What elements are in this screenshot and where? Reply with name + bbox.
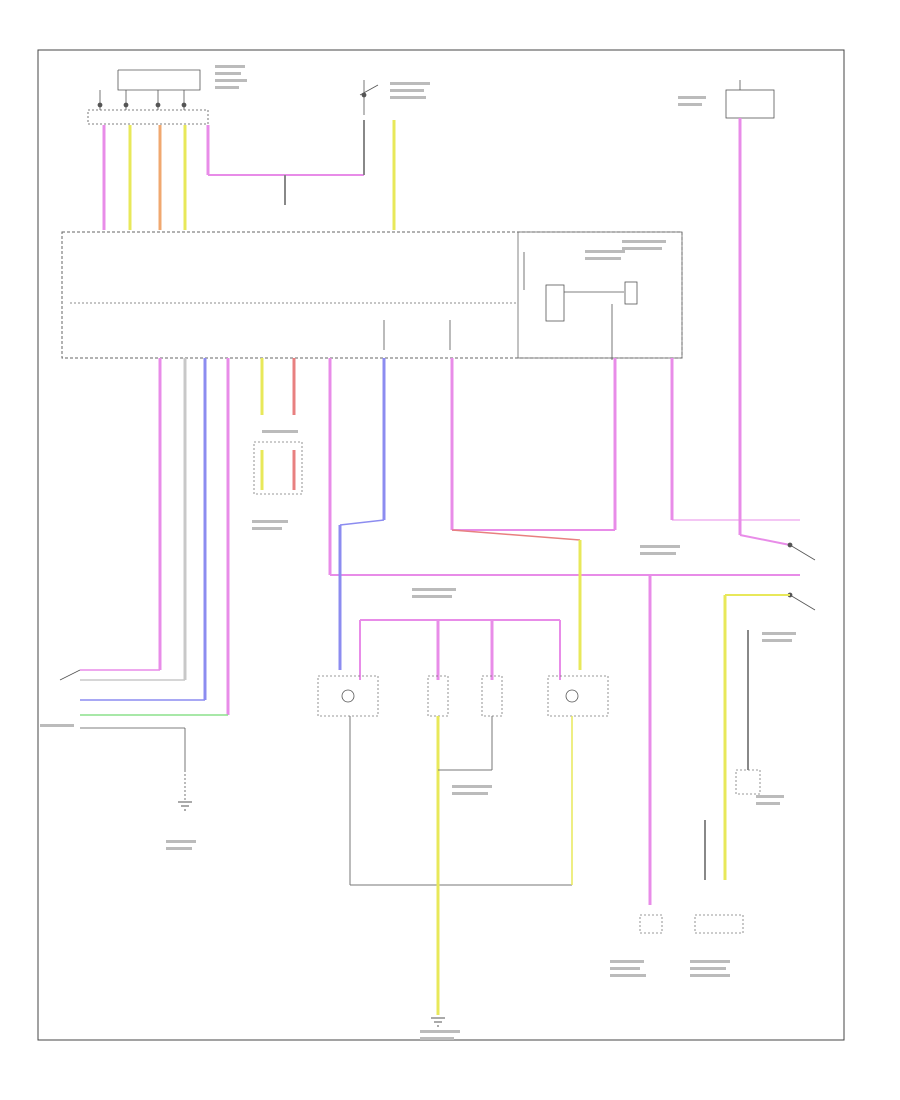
lamp-circuit [317,619,609,1015]
top-left-wire-stubs [102,120,365,230]
bottom-right-connectors [639,769,761,934]
top-right-connector [725,80,775,119]
module-output-wires [158,358,674,715]
sub-module [517,231,683,359]
ground-symbol-left [178,801,192,811]
top-left-switch-cluster [87,69,209,125]
right-switch [787,542,816,611]
module-internal-parts [383,252,638,360]
harness-wires [330,519,800,670]
label-marks [40,65,796,1040]
top-middle-switch [359,80,379,115]
ground-symbol-center [431,1017,445,1027]
lower-left-switch [59,669,228,800]
diagnostic-connector [253,441,303,495]
